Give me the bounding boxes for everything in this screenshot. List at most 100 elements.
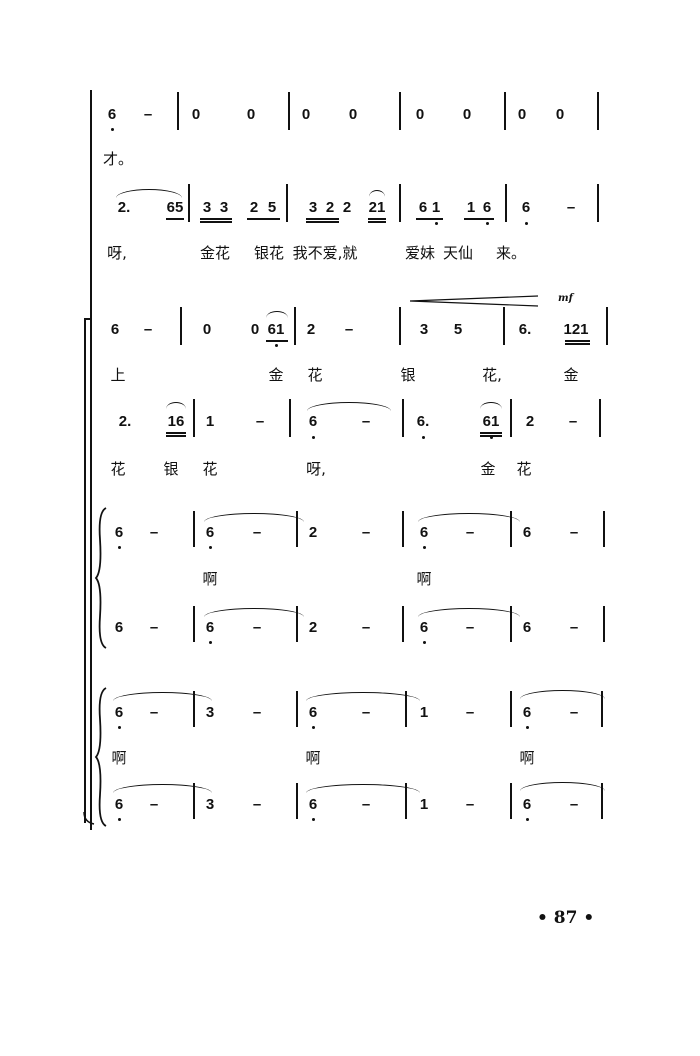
note: – xyxy=(569,524,579,541)
barline xyxy=(193,783,195,819)
note: 6 xyxy=(114,524,124,541)
note: 0 xyxy=(517,106,527,123)
note: – xyxy=(149,796,159,813)
octave-dot xyxy=(117,546,121,549)
barline xyxy=(505,184,507,222)
lyric: 银花 xyxy=(253,244,285,262)
note: 21 xyxy=(368,199,386,216)
note: – xyxy=(252,796,262,813)
lyric: 金 xyxy=(268,366,284,384)
note: 0 xyxy=(202,321,212,338)
note: 6 xyxy=(308,413,318,430)
octave-dot xyxy=(208,546,212,549)
note: 5 xyxy=(453,321,463,338)
octave-dot xyxy=(422,641,426,644)
note: 2 xyxy=(325,199,335,216)
lyric: 呀, xyxy=(107,244,127,262)
beam-underline xyxy=(416,218,443,220)
note: – xyxy=(568,413,578,430)
octave-dot xyxy=(274,344,278,347)
note: 6 xyxy=(114,619,124,636)
beam-underline xyxy=(266,340,288,342)
slur xyxy=(204,513,304,522)
bracket-top xyxy=(84,318,92,320)
octave-dot xyxy=(525,818,529,821)
note: 6 xyxy=(114,796,124,813)
lyric: 金花 xyxy=(199,244,231,262)
note: 0 xyxy=(191,106,201,123)
note: 6 xyxy=(522,619,532,636)
note: 2 xyxy=(249,199,259,216)
lyric: 啊 xyxy=(416,570,432,588)
note: 61 xyxy=(267,321,285,338)
note: 0 xyxy=(415,106,425,123)
barline xyxy=(601,691,603,727)
barline xyxy=(193,511,195,547)
note: – xyxy=(465,619,475,636)
slur xyxy=(306,692,420,701)
note: 6 xyxy=(482,199,492,216)
note: 2. xyxy=(117,199,131,216)
note: 16 xyxy=(167,413,185,430)
barline xyxy=(296,606,298,642)
note: 3 xyxy=(308,199,318,216)
beam-underline xyxy=(200,218,232,220)
barline xyxy=(296,511,298,547)
note: 6 xyxy=(521,199,531,216)
barline xyxy=(504,92,506,130)
note: – xyxy=(361,619,371,636)
slur xyxy=(113,784,212,793)
note: 6 xyxy=(522,524,532,541)
dynamic-mark: mf xyxy=(558,293,573,304)
slur xyxy=(266,311,288,318)
barline xyxy=(402,511,404,547)
barline xyxy=(286,184,288,222)
slur xyxy=(166,402,186,409)
beam-underline xyxy=(480,435,502,437)
octave-dot xyxy=(525,726,529,729)
system-left-line xyxy=(90,90,92,830)
barline xyxy=(405,691,407,727)
slur xyxy=(520,782,605,791)
brace xyxy=(94,507,107,649)
note: 2 xyxy=(308,524,318,541)
slur xyxy=(113,692,212,701)
note: 0 xyxy=(250,321,260,338)
barline xyxy=(510,399,512,437)
note: – xyxy=(149,524,159,541)
note: – xyxy=(569,704,579,721)
note: 6 xyxy=(308,704,318,721)
barline xyxy=(405,783,407,819)
note: 6 xyxy=(114,704,124,721)
lyric: 啊 xyxy=(519,749,535,767)
note: 121 xyxy=(563,321,589,338)
note: 61 xyxy=(482,413,500,430)
note: 6 xyxy=(522,796,532,813)
octave-dot xyxy=(485,222,489,225)
lyric: 啊 xyxy=(305,749,321,767)
barline xyxy=(188,184,190,222)
octave-dot xyxy=(311,726,315,729)
note: – xyxy=(566,199,576,216)
note: 0 xyxy=(246,106,256,123)
barline xyxy=(296,783,298,819)
note: 1 xyxy=(419,796,429,813)
barline xyxy=(177,92,179,130)
octave-dot xyxy=(524,222,528,225)
note: 0 xyxy=(462,106,472,123)
lyric: 花 xyxy=(516,460,532,478)
barline xyxy=(288,92,290,130)
note: 5 xyxy=(267,199,277,216)
beam-underline xyxy=(480,432,502,434)
note: 3 xyxy=(202,199,212,216)
beam-underline xyxy=(166,432,186,434)
note: 2 xyxy=(525,413,535,430)
lyric: 才。 xyxy=(102,150,134,168)
barline xyxy=(597,184,599,222)
note: 3 xyxy=(219,199,229,216)
note: 6 xyxy=(107,106,117,123)
note: 6 xyxy=(418,199,428,216)
note: 6 xyxy=(110,321,120,338)
barline xyxy=(193,691,195,727)
